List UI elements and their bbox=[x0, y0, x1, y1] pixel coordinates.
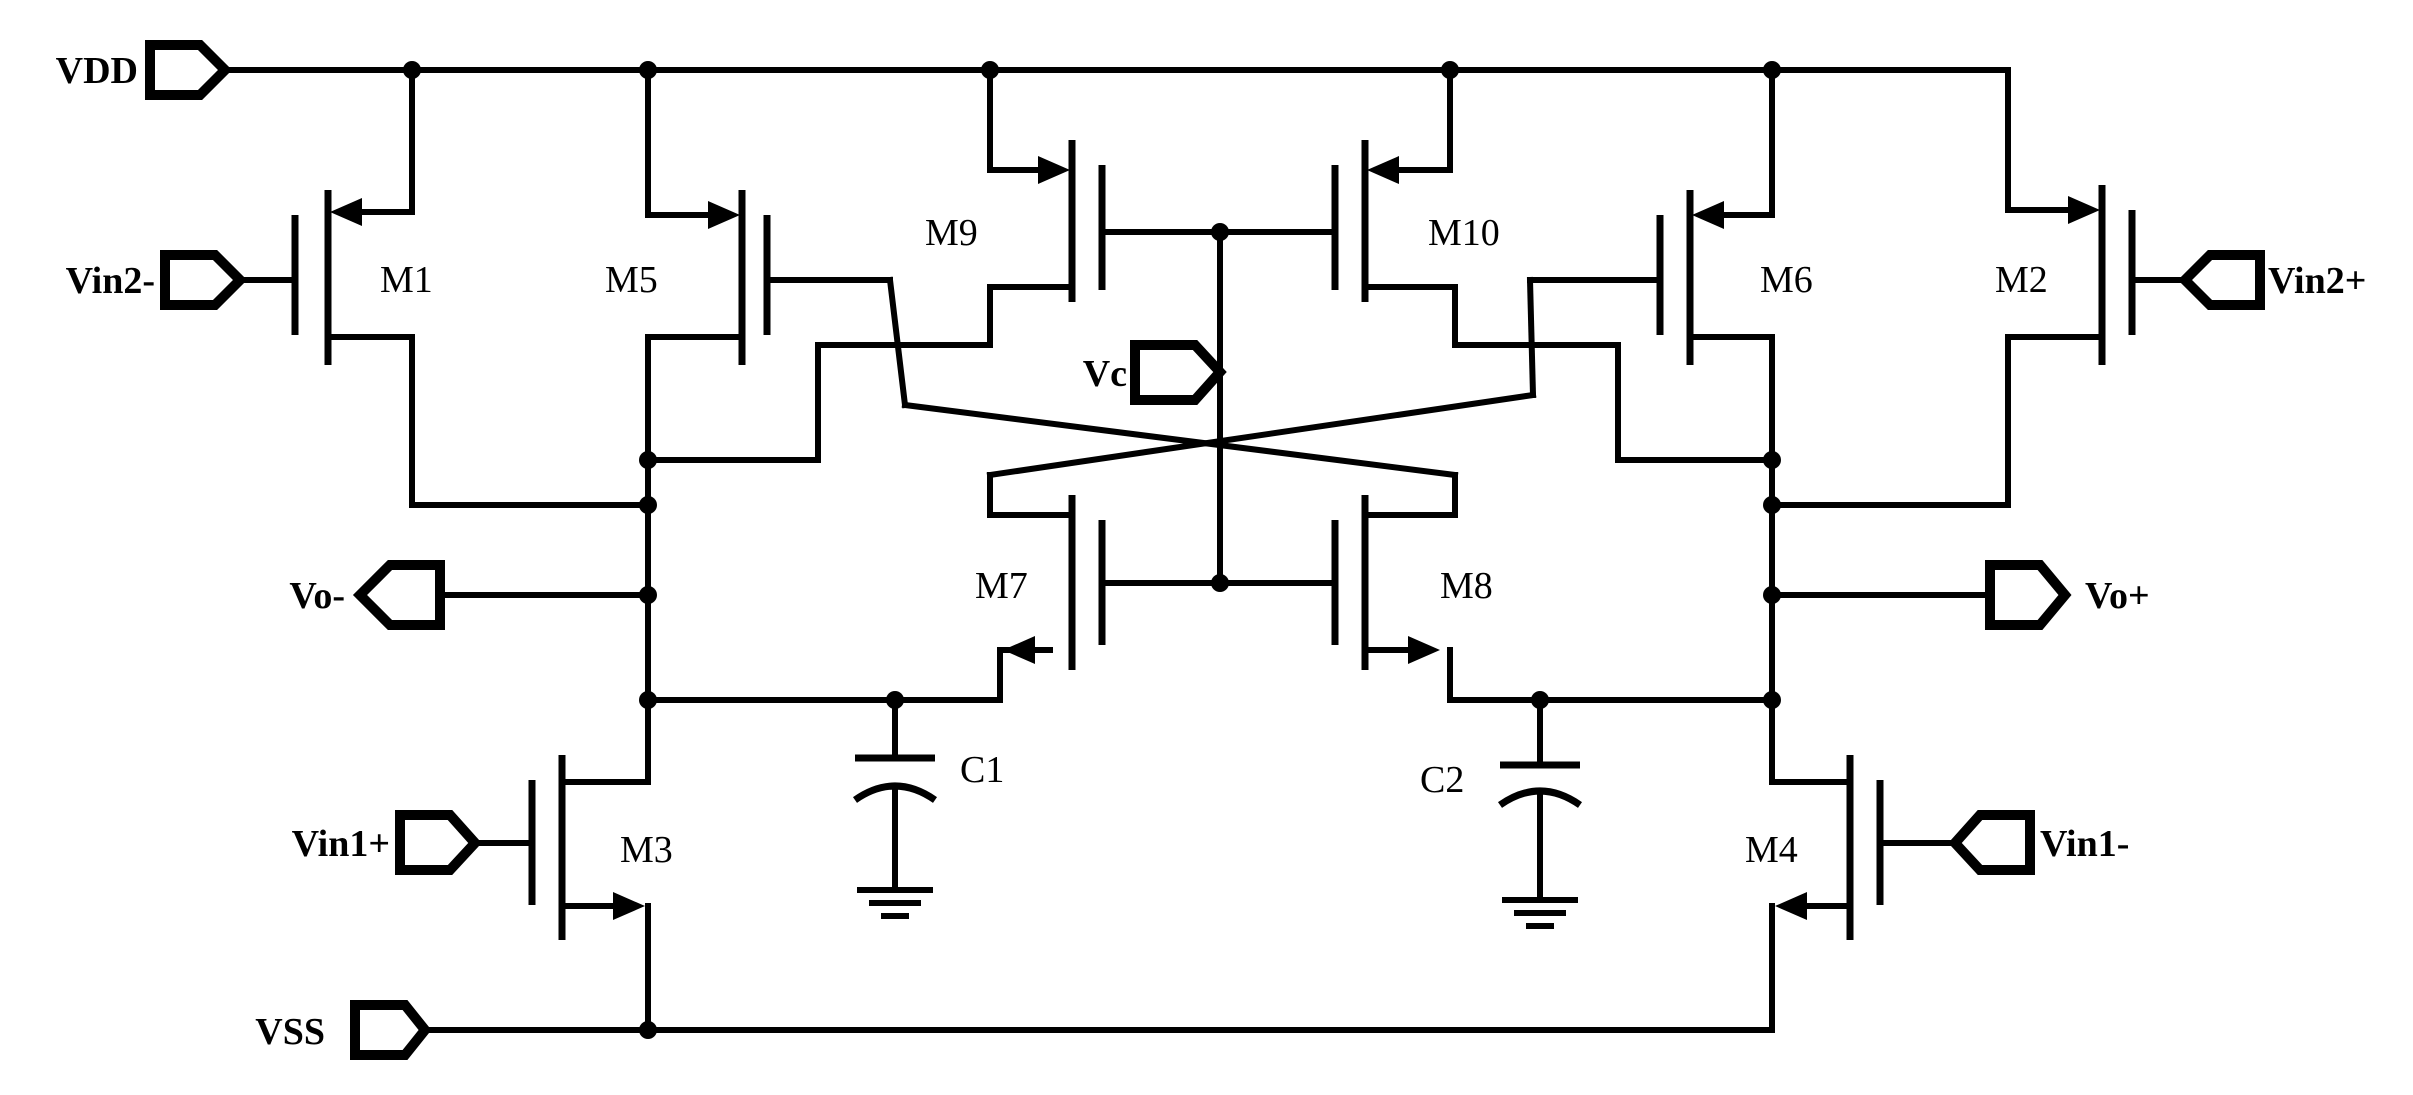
vin2-plus-port[interactable] bbox=[2177, 250, 2265, 310]
transistor-m2 bbox=[1769, 185, 2188, 508]
c1-label: C1 bbox=[960, 749, 1004, 791]
vin1-plus-label: Vin1+ bbox=[292, 823, 390, 865]
capacitor-c1 bbox=[852, 697, 938, 919]
m5-label: M5 bbox=[605, 259, 658, 301]
left-feedback-wire bbox=[645, 284, 1075, 463]
capacitor-c2 bbox=[1497, 697, 1583, 929]
vo-plus-label: Vo+ bbox=[2085, 575, 2150, 617]
vdd-label: VDD bbox=[56, 50, 138, 92]
transistor-m7 bbox=[987, 472, 1338, 703]
m4-label: M4 bbox=[1745, 829, 1798, 871]
transistor-m1 bbox=[237, 67, 651, 508]
transistor-m3 bbox=[472, 697, 651, 1033]
transistor-m5 bbox=[645, 67, 1003, 703]
vc-port[interactable] bbox=[1130, 340, 1227, 405]
m10-label: M10 bbox=[1428, 212, 1500, 254]
vo-minus-label: Vo- bbox=[289, 575, 345, 617]
vin2-minus-port[interactable] bbox=[160, 250, 248, 310]
junction-dots bbox=[403, 61, 1781, 1039]
m9-label: M9 bbox=[925, 212, 978, 254]
m6-label: M6 bbox=[1760, 259, 1813, 301]
vss-port[interactable] bbox=[350, 1000, 432, 1060]
transistor-m8 bbox=[1331, 472, 1775, 703]
m8-label: M8 bbox=[1440, 565, 1493, 607]
vin1-minus-label: Vin1- bbox=[2040, 823, 2129, 865]
vin2-plus-label: Vin2+ bbox=[2268, 260, 2366, 302]
vo-plus-port[interactable] bbox=[1985, 560, 2072, 630]
right-feedback-wire bbox=[1362, 284, 1775, 463]
cross-coupling-wires bbox=[886, 276, 1537, 479]
c2-label: C2 bbox=[1420, 759, 1464, 801]
transistor-m9 bbox=[987, 67, 1338, 302]
vdd-port[interactable] bbox=[145, 40, 233, 100]
transistor-m4 bbox=[1769, 755, 1958, 1033]
m1-label: M1 bbox=[380, 259, 433, 301]
vin2-minus-label: Vin2- bbox=[66, 260, 155, 302]
m7-label: M7 bbox=[975, 565, 1028, 607]
vin1-minus-port[interactable] bbox=[1948, 810, 2035, 875]
m3-label: M3 bbox=[620, 829, 673, 871]
vo-minus-port[interactable] bbox=[352, 560, 445, 630]
transistor-m10 bbox=[1331, 67, 1453, 302]
transistor-m6 bbox=[1527, 67, 1775, 785]
vin1-plus-port[interactable] bbox=[395, 810, 482, 875]
m2-label: M2 bbox=[1995, 259, 2048, 301]
vc-label: Vc bbox=[1083, 353, 1127, 395]
vss-label: VSS bbox=[255, 1011, 325, 1053]
vdd-rail bbox=[222, 67, 2011, 213]
